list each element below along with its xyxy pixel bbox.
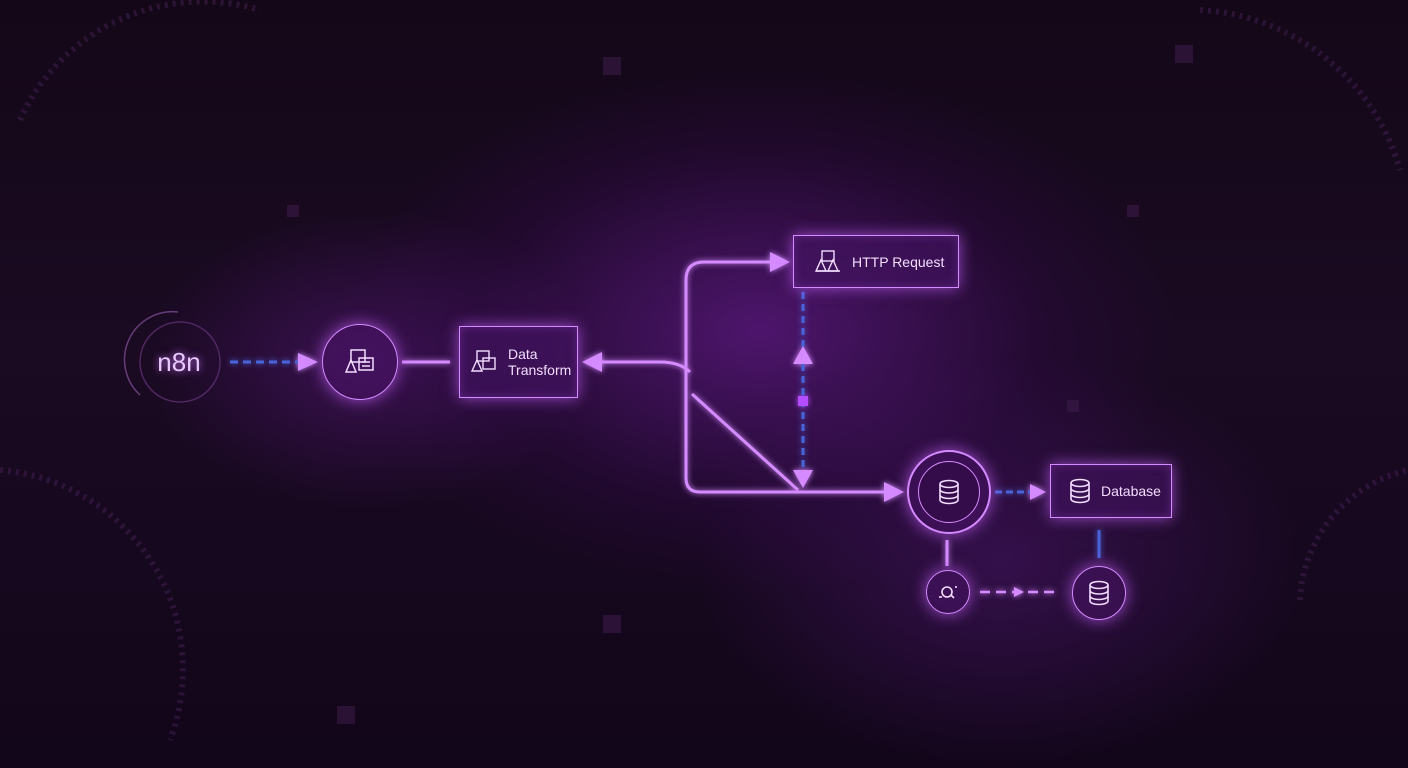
connector-diagonal [690, 392, 800, 492]
arrowhead-down [793, 470, 813, 488]
arrowhead-transform [582, 352, 602, 372]
data-transform-label: Data Transform [508, 346, 571, 378]
connector-router-transform [602, 360, 692, 374]
n8n-logo: n8n [157, 346, 201, 377]
background-rings [0, 0, 1408, 742]
arrowhead-database [1030, 484, 1046, 500]
http-request-label: HTTP Request [852, 253, 945, 270]
data-transform-node[interactable]: Data Transform [459, 326, 578, 398]
arrowhead-http [770, 252, 790, 272]
arrowhead-small-db [1014, 587, 1024, 597]
database-icon [1070, 478, 1090, 504]
arrowhead-trigger [298, 353, 318, 371]
search-node[interactable] [926, 570, 970, 614]
brand-ring [123, 310, 221, 403]
database-icon [939, 479, 959, 505]
database-node[interactable]: Database [1050, 464, 1172, 518]
data-transform-label-line1: Data [508, 346, 538, 362]
http-request-node[interactable]: HTTP Request [793, 235, 959, 288]
background-squares [287, 45, 1193, 724]
document-stack-icon [470, 350, 496, 372]
arrowhead-up [793, 346, 813, 364]
search-icon [939, 586, 957, 599]
trigger-node[interactable] [322, 324, 398, 400]
connector-router-http [684, 260, 770, 370]
junction-square [798, 396, 808, 406]
database-icon [1089, 580, 1109, 606]
connector-router-diagonal [684, 370, 884, 494]
db-hub-inner [918, 461, 980, 523]
database-label: Database [1101, 483, 1161, 499]
db-small-node[interactable] [1072, 566, 1126, 620]
document-stack-icon [814, 249, 840, 272]
data-transform-label-line2: Transform [508, 362, 572, 378]
db-hub-node[interactable] [907, 450, 991, 534]
arrowhead-hub [884, 482, 904, 502]
document-stack-icon [344, 349, 374, 373]
